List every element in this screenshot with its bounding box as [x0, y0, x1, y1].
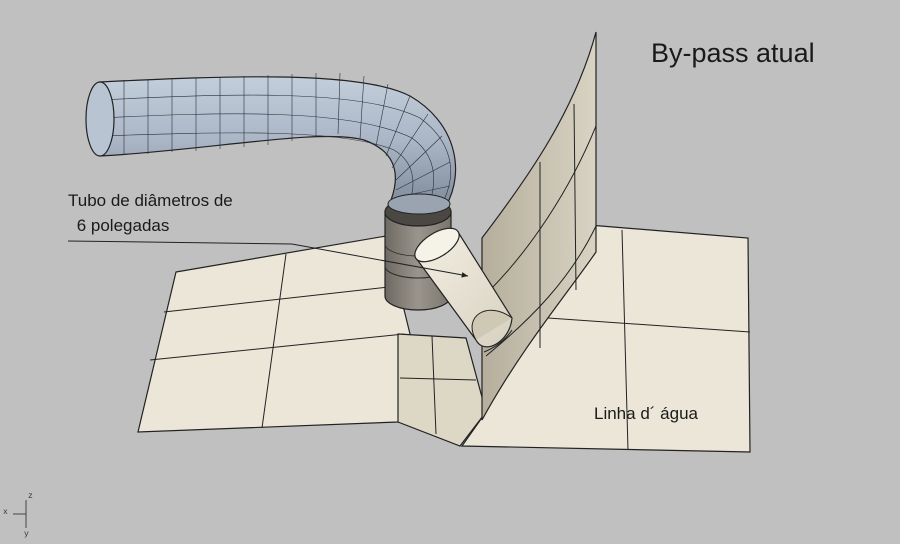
- tube-leader-arrow: [67, 240, 469, 278]
- axis-label-x: x: [3, 508, 8, 517]
- bent-pipe: [85, 72, 457, 215]
- diagram-title: By-pass atual: [651, 38, 815, 68]
- tube-label-line1: Tubo de diâmetros de: [68, 191, 233, 210]
- axis-label-z: z: [28, 492, 33, 501]
- tube-label-line2: 6 polegadas: [72, 216, 170, 235]
- left-deck-surface: [137, 235, 411, 433]
- axis-triad: [13, 500, 27, 528]
- hull-surface: [397, 333, 487, 447]
- outlet-pipe: [414, 227, 513, 353]
- waterline-label: Linha d´ água: [594, 404, 698, 423]
- axis-label-y: y: [24, 530, 29, 539]
